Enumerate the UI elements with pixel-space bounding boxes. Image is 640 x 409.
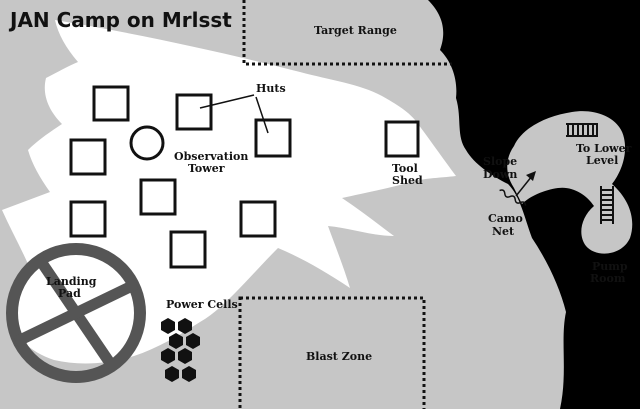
landing-pad-label-1: Landing	[46, 275, 97, 288]
camo-net-label-1: Camo	[488, 212, 523, 225]
ladder-vertical	[600, 186, 614, 224]
hut	[239, 200, 277, 238]
hut	[169, 230, 207, 269]
slope-arrow-shaft	[515, 175, 533, 197]
tool-shed-label-2: Shed	[392, 174, 423, 187]
camo-net-label-2: Net	[492, 225, 515, 238]
observation-tower-label-1: Observation	[174, 150, 248, 163]
huts-pointer	[199, 94, 255, 109]
power-cell	[165, 366, 179, 382]
hut	[139, 178, 177, 216]
power-cell	[182, 366, 196, 382]
power-cell	[161, 348, 175, 364]
slope-down-label-2: Down	[483, 168, 517, 181]
ladder-horizontal	[566, 123, 598, 137]
power-cells-group	[161, 318, 200, 382]
tool-shed-label-1: Tool	[392, 162, 418, 175]
hut	[175, 93, 213, 131]
hut	[254, 118, 292, 158]
map-title: JAN Camp on Mrlsst	[8, 8, 232, 32]
blast-zone-boundary	[238, 296, 426, 409]
camp-clearing	[2, 20, 456, 364]
blast-zone-label: Blast Zone	[306, 350, 372, 363]
tool-shed	[384, 120, 420, 158]
lower-level-label-2: Level	[586, 154, 618, 167]
hut	[69, 138, 107, 176]
landing-pad-label-2: Pad	[58, 287, 81, 300]
power-cell	[169, 333, 183, 349]
power-cell	[186, 333, 200, 349]
camo-net-line	[499, 189, 527, 206]
slope-down-label-1: Slope	[483, 155, 517, 168]
landing-pad	[6, 243, 146, 383]
huts-group	[69, 85, 292, 269]
power-cells-label: Power Cells	[166, 298, 238, 311]
hut	[69, 200, 107, 238]
pump-room-label-2: Room	[590, 272, 626, 285]
target-range-label: Target Range	[314, 24, 397, 37]
observation-tower-label-2: Tower	[188, 162, 225, 175]
slope-arrow-head	[526, 171, 536, 181]
huts-label: Huts	[256, 82, 286, 95]
power-cell	[161, 318, 175, 334]
lower-level-label-1: To Lower	[576, 142, 632, 155]
pump-room-label-1: Pump	[592, 260, 628, 273]
observation-tower	[129, 125, 165, 161]
power-cell	[178, 348, 192, 364]
hut	[92, 85, 130, 122]
huts-pointer	[255, 96, 269, 134]
power-cell	[178, 318, 192, 334]
